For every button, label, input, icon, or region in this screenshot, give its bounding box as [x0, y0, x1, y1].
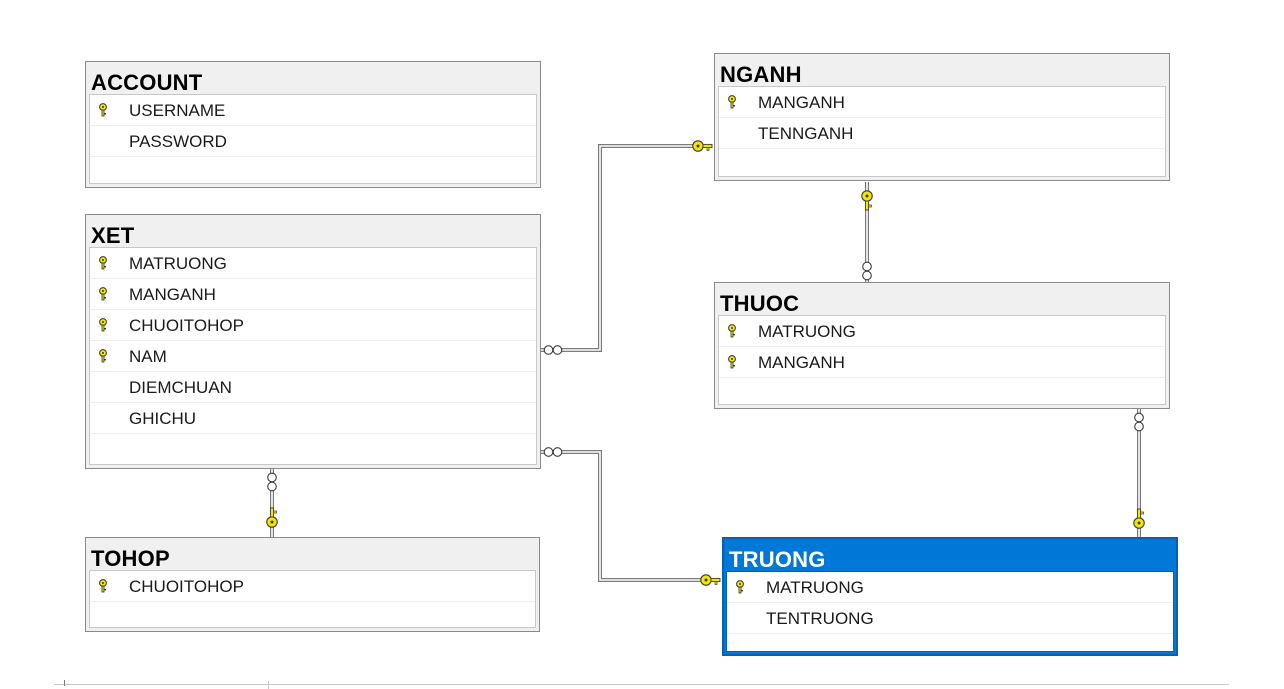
column-row[interactable]: TENTRUONG [727, 603, 1173, 634]
row-selector[interactable] [719, 118, 749, 148]
row-selector[interactable] [90, 248, 120, 278]
row-selector[interactable] [90, 95, 120, 125]
column-name: CHUOITOHOP [129, 577, 244, 596]
status-divider [268, 681, 269, 689]
table-account[interactable]: ACCOUNT USERNAME PASSWORD [85, 61, 541, 188]
column-name: CHUOITOHOP [129, 316, 244, 335]
infinity-icon [267, 472, 277, 492]
row-selector[interactable] [727, 572, 757, 602]
status-bar [54, 680, 1229, 689]
row-selector[interactable] [719, 347, 749, 377]
column-name: GHICHU [129, 409, 197, 428]
column-row[interactable]: MANGANH [719, 347, 1165, 378]
column-grid: USERNAME PASSWORD [89, 94, 537, 184]
column-grid: MATRUONG MANGANH CHUOITOHOP NAM DIEMCHUAN GHI… [89, 247, 537, 465]
column-row[interactable]: MANGANH [719, 87, 1165, 118]
key-icon [861, 190, 873, 211]
row-selector[interactable] [90, 571, 120, 601]
key-icon [99, 256, 107, 270]
table-truong[interactable]: TRUONG MATRUONG TENTRUONG [722, 537, 1178, 656]
row-selector[interactable] [90, 403, 120, 433]
infinity-icon [543, 345, 563, 355]
column-grid: MATRUONG TENTRUONG [726, 571, 1174, 652]
key-icon [99, 349, 107, 363]
key-icon [728, 95, 736, 109]
table-title: XET [91, 223, 135, 248]
key-icon [99, 103, 107, 117]
column-row[interactable]: CHUOITOHOP [90, 571, 535, 602]
key-icon [266, 507, 278, 528]
key-icon [736, 580, 744, 594]
row-selector[interactable] [727, 603, 757, 633]
row-selector[interactable] [90, 279, 120, 309]
column-name: MANGANH [758, 93, 845, 112]
column-name: PASSWORD [129, 132, 227, 151]
table-title: TOHOP [91, 546, 170, 571]
column-row[interactable]: MATRUONG [90, 248, 536, 279]
key-icon [99, 287, 107, 301]
column-name: TENNGANH [758, 124, 854, 143]
relationship-thuoc-nganh[interactable] [861, 182, 873, 283]
column-row[interactable]: CHUOITOHOP [90, 310, 536, 341]
table-thuoc[interactable]: THUOC MATRUONG MANGANH [714, 282, 1170, 409]
table-title: TRUONG [729, 547, 826, 572]
column-name: MATRUONG [758, 322, 856, 341]
key-icon [728, 355, 736, 369]
infinity-icon [1134, 412, 1144, 432]
column-row[interactable]: DIEMCHUAN [90, 372, 536, 403]
column-name: USERNAME [129, 101, 226, 120]
table-tohop[interactable]: TOHOP CHUOITOHOP [85, 537, 540, 632]
column-row[interactable]: NAM [90, 341, 536, 372]
column-grid: CHUOITOHOP [89, 570, 536, 628]
column-row[interactable]: GHICHU [90, 403, 536, 434]
row-selector[interactable] [719, 87, 749, 117]
column-row[interactable]: USERNAME [90, 95, 536, 126]
column-name: MATRUONG [129, 254, 227, 273]
column-name: MATRUONG [766, 578, 864, 597]
infinity-icon [862, 261, 872, 281]
key-icon [99, 579, 107, 593]
key-icon [728, 324, 736, 338]
column-row[interactable]: TENNGANH [719, 118, 1165, 149]
table-title: ACCOUNT [91, 70, 203, 95]
scroll-tick [64, 680, 65, 686]
table-xet[interactable]: XET MATRUONG MANGANH CHUOITOHOP NAM DIEMCHUA… [85, 214, 541, 469]
row-selector[interactable] [90, 126, 120, 156]
column-row[interactable]: PASSWORD [90, 126, 536, 157]
key-icon [700, 574, 721, 586]
column-grid: MANGANH TENNGANH [718, 86, 1166, 177]
key-icon [692, 140, 713, 152]
key-icon [99, 318, 107, 332]
infinity-icon [543, 447, 563, 457]
column-row[interactable]: MATRUONG [719, 316, 1165, 347]
table-nganh[interactable]: NGANH MANGANH TENNGANH [714, 53, 1170, 181]
table-title: THUOC [720, 291, 800, 316]
column-grid: MATRUONG MANGANH [718, 315, 1166, 405]
relationship-xet-truong[interactable] [541, 447, 721, 586]
relationship-xet-tohop[interactable] [266, 469, 278, 537]
row-selector[interactable] [90, 341, 120, 371]
column-row[interactable]: MATRUONG [727, 572, 1173, 603]
row-selector[interactable] [90, 372, 120, 402]
column-name: MANGANH [129, 285, 216, 304]
column-name: TENTRUONG [766, 609, 874, 628]
row-selector[interactable] [719, 316, 749, 346]
table-title: NGANH [720, 62, 802, 87]
relationship-xet-nganh[interactable] [541, 140, 713, 355]
row-selector[interactable] [90, 310, 120, 340]
key-icon [1133, 508, 1145, 529]
column-name: NAM [129, 347, 167, 366]
column-name: MANGANH [758, 353, 845, 372]
relationship-thuoc-truong[interactable] [1133, 409, 1145, 538]
column-row[interactable]: MANGANH [90, 279, 536, 310]
column-name: DIEMCHUAN [129, 378, 232, 397]
